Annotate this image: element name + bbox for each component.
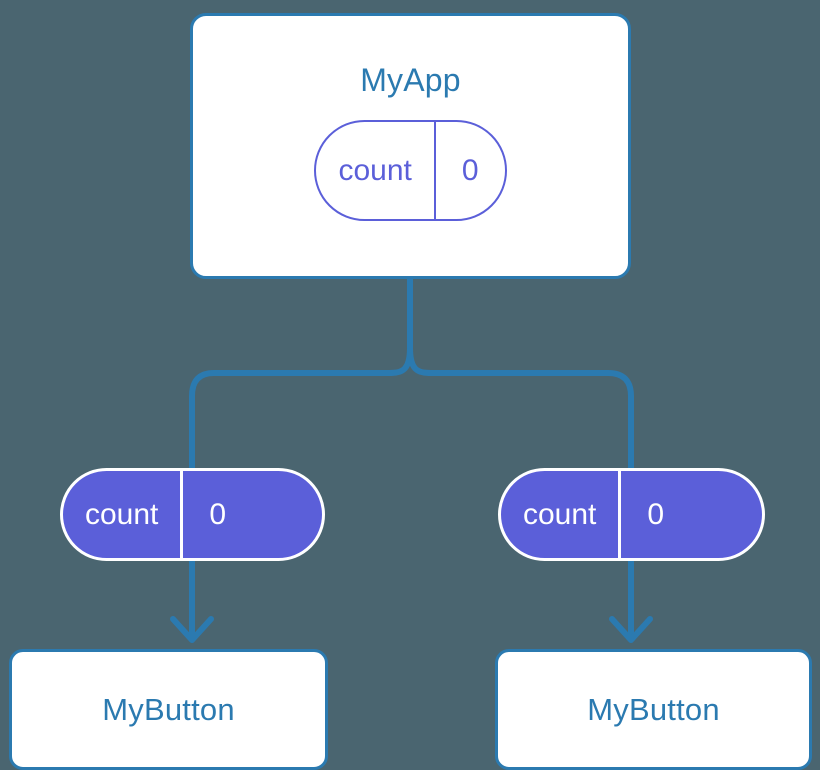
prop-value-label: 0 — [180, 471, 252, 558]
component-card-mybutton-left[interactable]: MyButton — [9, 649, 328, 770]
component-card-mybutton-right[interactable]: MyButton — [495, 649, 812, 770]
prop-key-label: count — [523, 497, 597, 531]
edge-branch-left — [189, 370, 392, 470]
prop-value-label: 0 — [618, 471, 690, 558]
edge-branch-right — [428, 370, 634, 470]
state-value-label: 0 — [433, 122, 505, 219]
state-pill-root[interactable]: count 0 — [314, 120, 507, 221]
arrow-down-icon-left — [170, 616, 214, 643]
component-title-myapp: MyApp — [360, 62, 461, 98]
edge-split-left — [385, 347, 413, 376]
component-title-mybutton: MyButton — [102, 692, 235, 727]
edge-split-right — [407, 347, 435, 376]
arrow-down-icon-right — [609, 616, 653, 643]
prop-pill-left[interactable]: count 0 — [60, 468, 325, 561]
state-key-label: count — [338, 153, 412, 187]
component-title-mybutton: MyButton — [587, 692, 720, 727]
prop-pill-right[interactable]: count 0 — [498, 468, 765, 561]
prop-key-label: count — [85, 497, 159, 531]
component-card-myapp[interactable]: MyApp count 0 — [190, 13, 631, 279]
